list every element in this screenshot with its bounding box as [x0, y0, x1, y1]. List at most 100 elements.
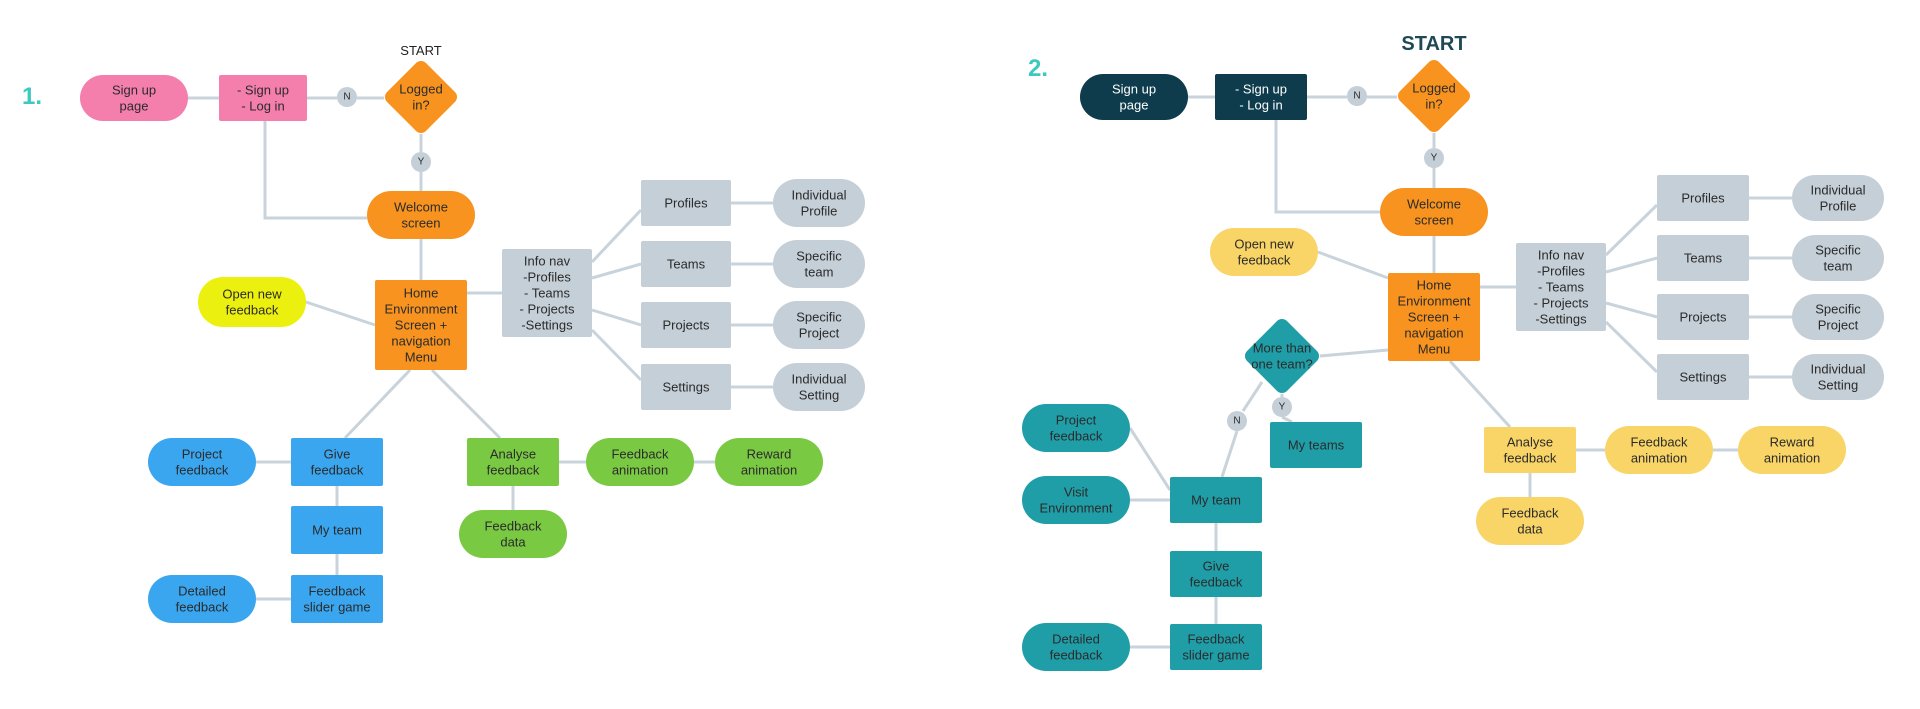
edge-2-home-analyse: [1448, 359, 1512, 429]
projects-node-2[interactable]: Projects: [1657, 294, 1749, 340]
projects-node[interactable]: Projects: [641, 302, 731, 348]
info-nav-node-2[interactable]: Info nav-Profiles- Teams- Projects-Setti…: [1516, 243, 1606, 331]
more-than-one-team-decision-label: one team?: [1251, 357, 1312, 372]
no-connector-2[interactable]: N: [1347, 86, 1367, 106]
analyse-feedback-node-2-label: feedback: [1504, 451, 1557, 466]
home-environment-node-2-label: Screen +: [1408, 310, 1460, 325]
individual-profile-node-2-label: Profile: [1820, 199, 1857, 214]
reward-animation-node-label: animation: [741, 463, 797, 478]
give-feedback-node-2-shape: [1170, 551, 1262, 597]
sign-up-log-in-node-2[interactable]: - Sign up- Log in: [1215, 74, 1307, 120]
teams-node-shape: [641, 241, 731, 287]
edge-2-yes-myteams: [1281, 415, 1293, 424]
logged-in-decision-label: Logged: [399, 82, 442, 97]
give-feedback-node-2-label: feedback: [1190, 575, 1243, 590]
feedback-slider-node-label: Feedback: [308, 584, 366, 599]
detailed-feedback-node-2-shape: [1022, 623, 1130, 671]
feedback-slider-node-2-label: Feedback: [1187, 632, 1245, 647]
settings-node-2-shape: [1657, 354, 1749, 400]
sign-up-log-in-node[interactable]: - Sign up- Log in: [219, 75, 307, 121]
analyse-feedback-node-2-label: Analyse: [1507, 435, 1553, 450]
project-feedback-node-label: Project: [182, 447, 223, 462]
individual-setting-node-2-label: Setting: [1818, 378, 1858, 393]
specific-project-node-shape: [773, 301, 865, 349]
settings-node[interactable]: Settings: [641, 364, 731, 410]
yes-connector[interactable]: Y: [411, 152, 431, 172]
feedback-data-node-shape: [459, 510, 567, 558]
profiles-node-shape: [641, 180, 731, 226]
yes-connector-2b[interactable]: Y: [1272, 397, 1292, 417]
detailed-feedback-node-2-label: feedback: [1050, 648, 1103, 663]
profiles-node[interactable]: Profiles: [641, 180, 731, 226]
individual-setting-node-2-label: Individual: [1811, 362, 1866, 377]
connector-lines: [188, 95, 1792, 649]
edge-1-info-projects: [591, 308, 642, 327]
teams-node[interactable]: Teams: [641, 241, 731, 287]
info-nav-node-label: - Teams: [524, 286, 570, 301]
project-feedback-node-2-label: Project: [1056, 413, 1097, 428]
sign-up-page-node-2-label: Sign up: [1112, 82, 1156, 97]
my-teams-node[interactable]: My teams: [1270, 422, 1362, 468]
edge-1-home-analyse: [430, 368, 502, 440]
my-team-node[interactable]: My team: [291, 506, 383, 554]
yes-connector-2[interactable]: Y: [1424, 148, 1444, 168]
settings-node-2[interactable]: Settings: [1657, 354, 1749, 400]
give-feedback-node-label: feedback: [311, 463, 364, 478]
teams-node-2[interactable]: Teams: [1657, 235, 1749, 281]
specific-project-node-2-shape: [1792, 294, 1884, 340]
analyse-feedback-node-2-shape: [1484, 427, 1576, 473]
profiles-node-2[interactable]: Profiles: [1657, 175, 1749, 221]
sign-up-page-node-2-label: page: [1120, 98, 1149, 113]
my-team-node-2[interactable]: My team: [1170, 477, 1262, 523]
specific-project-node-label: Project: [799, 326, 840, 341]
feedback-animation-node-2-shape: [1605, 426, 1713, 474]
sign-up-page-node-shape: [80, 75, 188, 121]
no-connector-label: N: [343, 92, 350, 103]
welcome-screen-node-2-label: screen: [1414, 213, 1453, 228]
home-environment-node-label: Home: [404, 286, 439, 301]
sign-up-log-in-node-2-label: - Log in: [1239, 98, 1282, 113]
info-nav-node-2-label: - Teams: [1538, 280, 1584, 295]
no-connector-2b[interactable]: N: [1227, 411, 1247, 431]
logged-in-decision-shape: [385, 61, 457, 133]
info-nav-node[interactable]: Info nav-Profiles- Teams- Projects-Setti…: [502, 249, 592, 337]
no-connector-2-shape: [1347, 86, 1367, 106]
no-connector[interactable]: N: [337, 87, 357, 107]
